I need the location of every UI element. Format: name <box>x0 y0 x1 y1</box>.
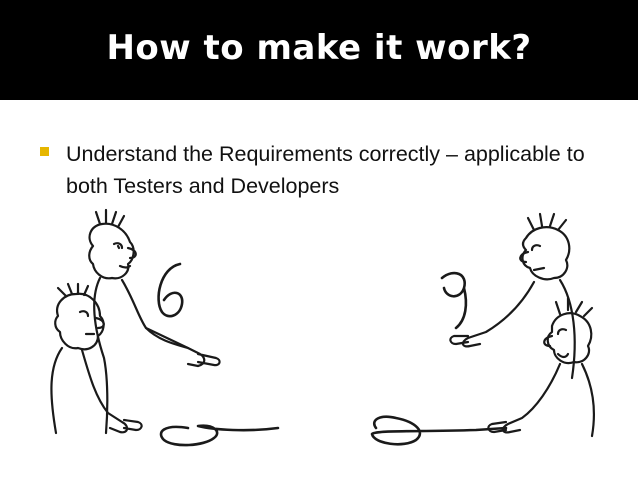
right-man-hair <box>526 212 568 232</box>
bullet-text: Understand the Requirements correctly – … <box>66 142 585 198</box>
bullet-marker-icon <box>40 147 49 156</box>
right-man-eye <box>530 244 542 252</box>
slide-title: How to make it work? <box>106 28 532 68</box>
back-man-head <box>88 222 135 280</box>
right-back-man-arm <box>487 362 562 434</box>
cartoon-right-illustration <box>370 212 595 446</box>
cartoon-left-illustration <box>50 208 280 447</box>
front-man-nose <box>94 316 105 330</box>
right-man-arm <box>449 280 536 348</box>
front-man-hair <box>56 282 90 298</box>
back-man-pointing-arm <box>144 326 221 368</box>
numeral-nine-drawing <box>440 271 468 330</box>
front-man-body <box>50 346 64 435</box>
numeral-six-drawing <box>157 262 184 318</box>
title-bar: How to make it work? <box>0 0 638 100</box>
back-man-body <box>93 276 109 435</box>
right-back-man-eye <box>556 328 568 336</box>
back-man-nose <box>126 246 137 260</box>
floor-numeral-drawing <box>159 424 280 447</box>
right-back-man-body <box>580 362 595 438</box>
front-man-head <box>54 292 105 351</box>
right-man-mouth <box>532 266 546 272</box>
back-man-eye <box>112 242 124 250</box>
right-man-nose <box>519 250 530 264</box>
right-back-man-mouth <box>556 352 570 359</box>
front-man-eye <box>78 310 90 318</box>
right-back-man-nose <box>543 334 554 348</box>
right-back-man-hair <box>554 296 594 318</box>
right-back-man-head <box>546 312 593 365</box>
right-floor-numeral-drawing <box>370 415 508 446</box>
right-man-head <box>521 226 571 281</box>
back-man-mouth <box>118 264 132 269</box>
right-man-body <box>558 278 576 380</box>
front-man-arm <box>80 348 143 434</box>
back-man-hair <box>94 208 126 229</box>
